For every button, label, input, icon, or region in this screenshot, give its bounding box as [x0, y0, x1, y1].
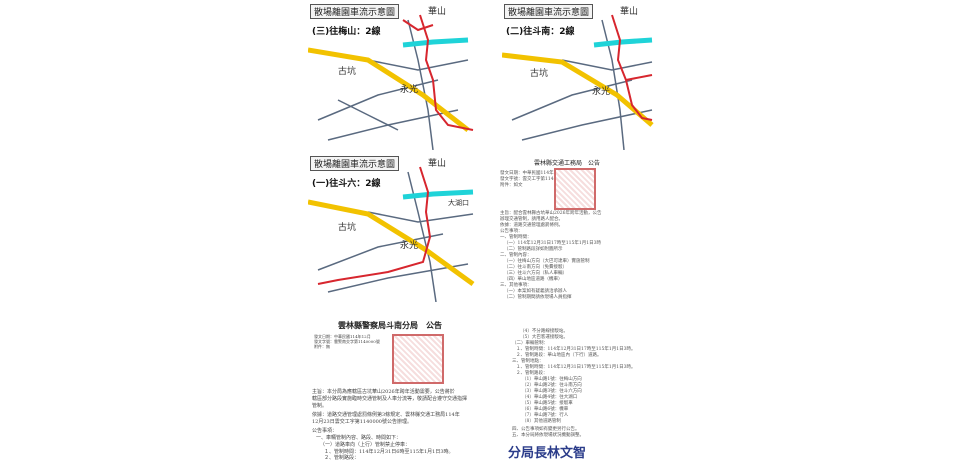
- body-line: （二）往斗南方向（免費接駁）: [504, 265, 567, 270]
- body-line: ２、管制路段：: [324, 455, 360, 461]
- body-line: 主旨：配合雲林縣古坑華山2026年跨年活動，公告: [500, 211, 602, 216]
- traffic-map: [502, 14, 654, 150]
- place-gukeng: 古坑: [338, 223, 357, 233]
- body-line: （二）管制路段詳如附圖所示: [504, 247, 563, 252]
- header-line: 發文字號：雲警南交字第1140000號: [314, 339, 380, 344]
- body-line: （7）華山路7號：行人: [522, 413, 569, 418]
- notice-title: 雲林縣交通工務局 公告: [534, 160, 601, 167]
- place-huashan: 華山: [620, 7, 639, 17]
- map-title: 散場離園車流示意圖: [310, 156, 400, 171]
- body-line: （8）其他道路管制: [522, 419, 561, 424]
- chief-signature: 分局長林文智: [508, 446, 587, 461]
- body-line: 依據：道路交通管理處罰條例。: [500, 223, 563, 228]
- body-line: 轄區部分路段實施臨時交通管制及人車分流等，敬請配合遵守交通指揮: [312, 396, 468, 402]
- place-yongguang: 永光: [400, 241, 419, 251]
- map-route-label: (二)往斗南：2線: [506, 27, 575, 37]
- body-line: 四、公告事項如有變更另行公告。: [512, 427, 580, 432]
- body-line: 12月23日雲交工字第1140000號公告辦理。: [312, 419, 412, 425]
- place-gukeng: 古坑: [530, 69, 549, 79]
- header-line: 附件：無: [314, 344, 330, 349]
- body-line: 依據：道路交通管理處罰條例第3條規定、雲林縣交通工務局114年: [312, 412, 460, 418]
- body-line: （三）往斗六方向（私人車輛）: [504, 271, 567, 276]
- header-line: 發文字號：雲交工字第114000號: [500, 177, 567, 182]
- body-line: （一）本案如有疑義請洽承辦人: [504, 289, 567, 294]
- notice-police-continued: （4）不分路線接駁站。 （5）大巴客運接駁站。 （二）車輛管制： １、管制時間：…: [500, 306, 656, 461]
- body-line: 公告事項：: [312, 428, 338, 434]
- body-line: 五、本分局將依現場狀況機動調整。: [512, 433, 584, 438]
- place-gukeng: 古坑: [338, 67, 357, 77]
- place-dahukou: 大湖口: [448, 199, 469, 207]
- body-line: （4）華山路4號：往大湖口: [522, 395, 578, 400]
- header-line: 發文日期：中華民國114年12月: [314, 334, 371, 339]
- place-huashan: 華山: [428, 7, 447, 17]
- map-panel-douliu: 散場離園車流示意圖 (一)往斗六：2線 華山 古坑 永光 大湖口: [308, 152, 478, 302]
- notice-transport-bureau: 雲林縣交通工務局 公告 發文日期：中華民國114年12月 發文字號：雲交工字第1…: [496, 152, 656, 302]
- body-line: （2）華山路2號：往斗南方向: [522, 383, 582, 388]
- notice-title: 雲林縣警察局斗南分局 公告: [338, 320, 442, 330]
- body-line: 主旨：本分局為應轄區古坑華山2026年跨年活動需要，公告將於: [312, 389, 455, 395]
- body-line: 公告事項：: [500, 229, 523, 234]
- place-huashan: 華山: [428, 159, 447, 169]
- body-line: １、管制時間：114年12月31日17時至115年1月1日3時。: [516, 347, 636, 352]
- body-line: （一）道路車向（上行）管制禁止停車：: [320, 442, 411, 448]
- official-seal: [392, 334, 444, 384]
- body-line: 二、管制內容：: [500, 253, 532, 258]
- map-route-label: (三)往梅山：2線: [312, 27, 381, 37]
- body-line: （1）華山路1號：往梅山方向: [522, 377, 582, 382]
- map-title: 散場離園車流示意圖: [310, 4, 400, 19]
- body-line: ２、管制路段：華山地區內（下行）道路。: [516, 353, 602, 358]
- map-title: 散場離園車流示意圖: [504, 4, 594, 19]
- body-line: 辦理交通管制，請用路人配合。: [500, 217, 563, 222]
- body-line: 三、其他事項：: [500, 283, 532, 288]
- traffic-map: [308, 14, 474, 150]
- traffic-map: [308, 166, 475, 302]
- body-line: （二）車輛管制：: [512, 341, 548, 346]
- map-panel-meishan: 散場離園車流示意圖 (三)往梅山：2線 華山 古坑 永光: [308, 0, 478, 150]
- official-seal: [554, 168, 596, 210]
- body-line: 一、管制時間：: [500, 235, 532, 240]
- body-line: （3）華山路3號：往斗六方向: [522, 389, 582, 394]
- notice-police-dounan: 雲林縣警察局斗南分局 公告 發文日期：中華民國114年12月 發文字號：雲警南交…: [308, 306, 486, 461]
- body-line: 管制。: [312, 403, 328, 409]
- map-route-label: (一)往斗六：2線: [312, 179, 381, 189]
- body-line: １、管制時間：114年12月31日6時至115年1月1日3時。: [324, 449, 454, 455]
- map-panel-dounan: 散場離園車流示意圖 (二)往斗南：2線 華山 古坑 永光: [502, 0, 654, 150]
- body-line: （四）華山地區道路（機車）: [504, 277, 563, 282]
- header-line: 附件：如文: [500, 183, 523, 188]
- place-yongguang: 永光: [592, 87, 611, 97]
- body-line: 一、車輛管制內容、路段、時間如下：: [316, 435, 402, 441]
- body-line: （6）華山路6號：機車: [522, 407, 569, 412]
- body-line: １、管制時間：114年12月31日17時至115年1月1日3時。: [516, 365, 636, 370]
- body-line: （5）華山路5號：接駁車: [522, 401, 573, 406]
- header-line: 發文日期：中華民國114年12月: [500, 171, 564, 176]
- body-line: （二）管制期間請依現場人員指揮: [504, 295, 572, 300]
- body-line: （一）往梅山方向（大巴可達車）實施管制: [504, 259, 590, 264]
- body-line: （5）大巴客運接駁站。: [520, 335, 568, 340]
- body-line: （4）不分路線接駁站。: [520, 329, 568, 334]
- body-line: ２、管制路段：: [516, 371, 548, 376]
- body-line: 三、管制地點：: [512, 359, 544, 364]
- body-line: （一）114年12月31日17時至115年1月1日3時: [504, 241, 601, 246]
- place-yongguang: 永光: [400, 85, 419, 95]
